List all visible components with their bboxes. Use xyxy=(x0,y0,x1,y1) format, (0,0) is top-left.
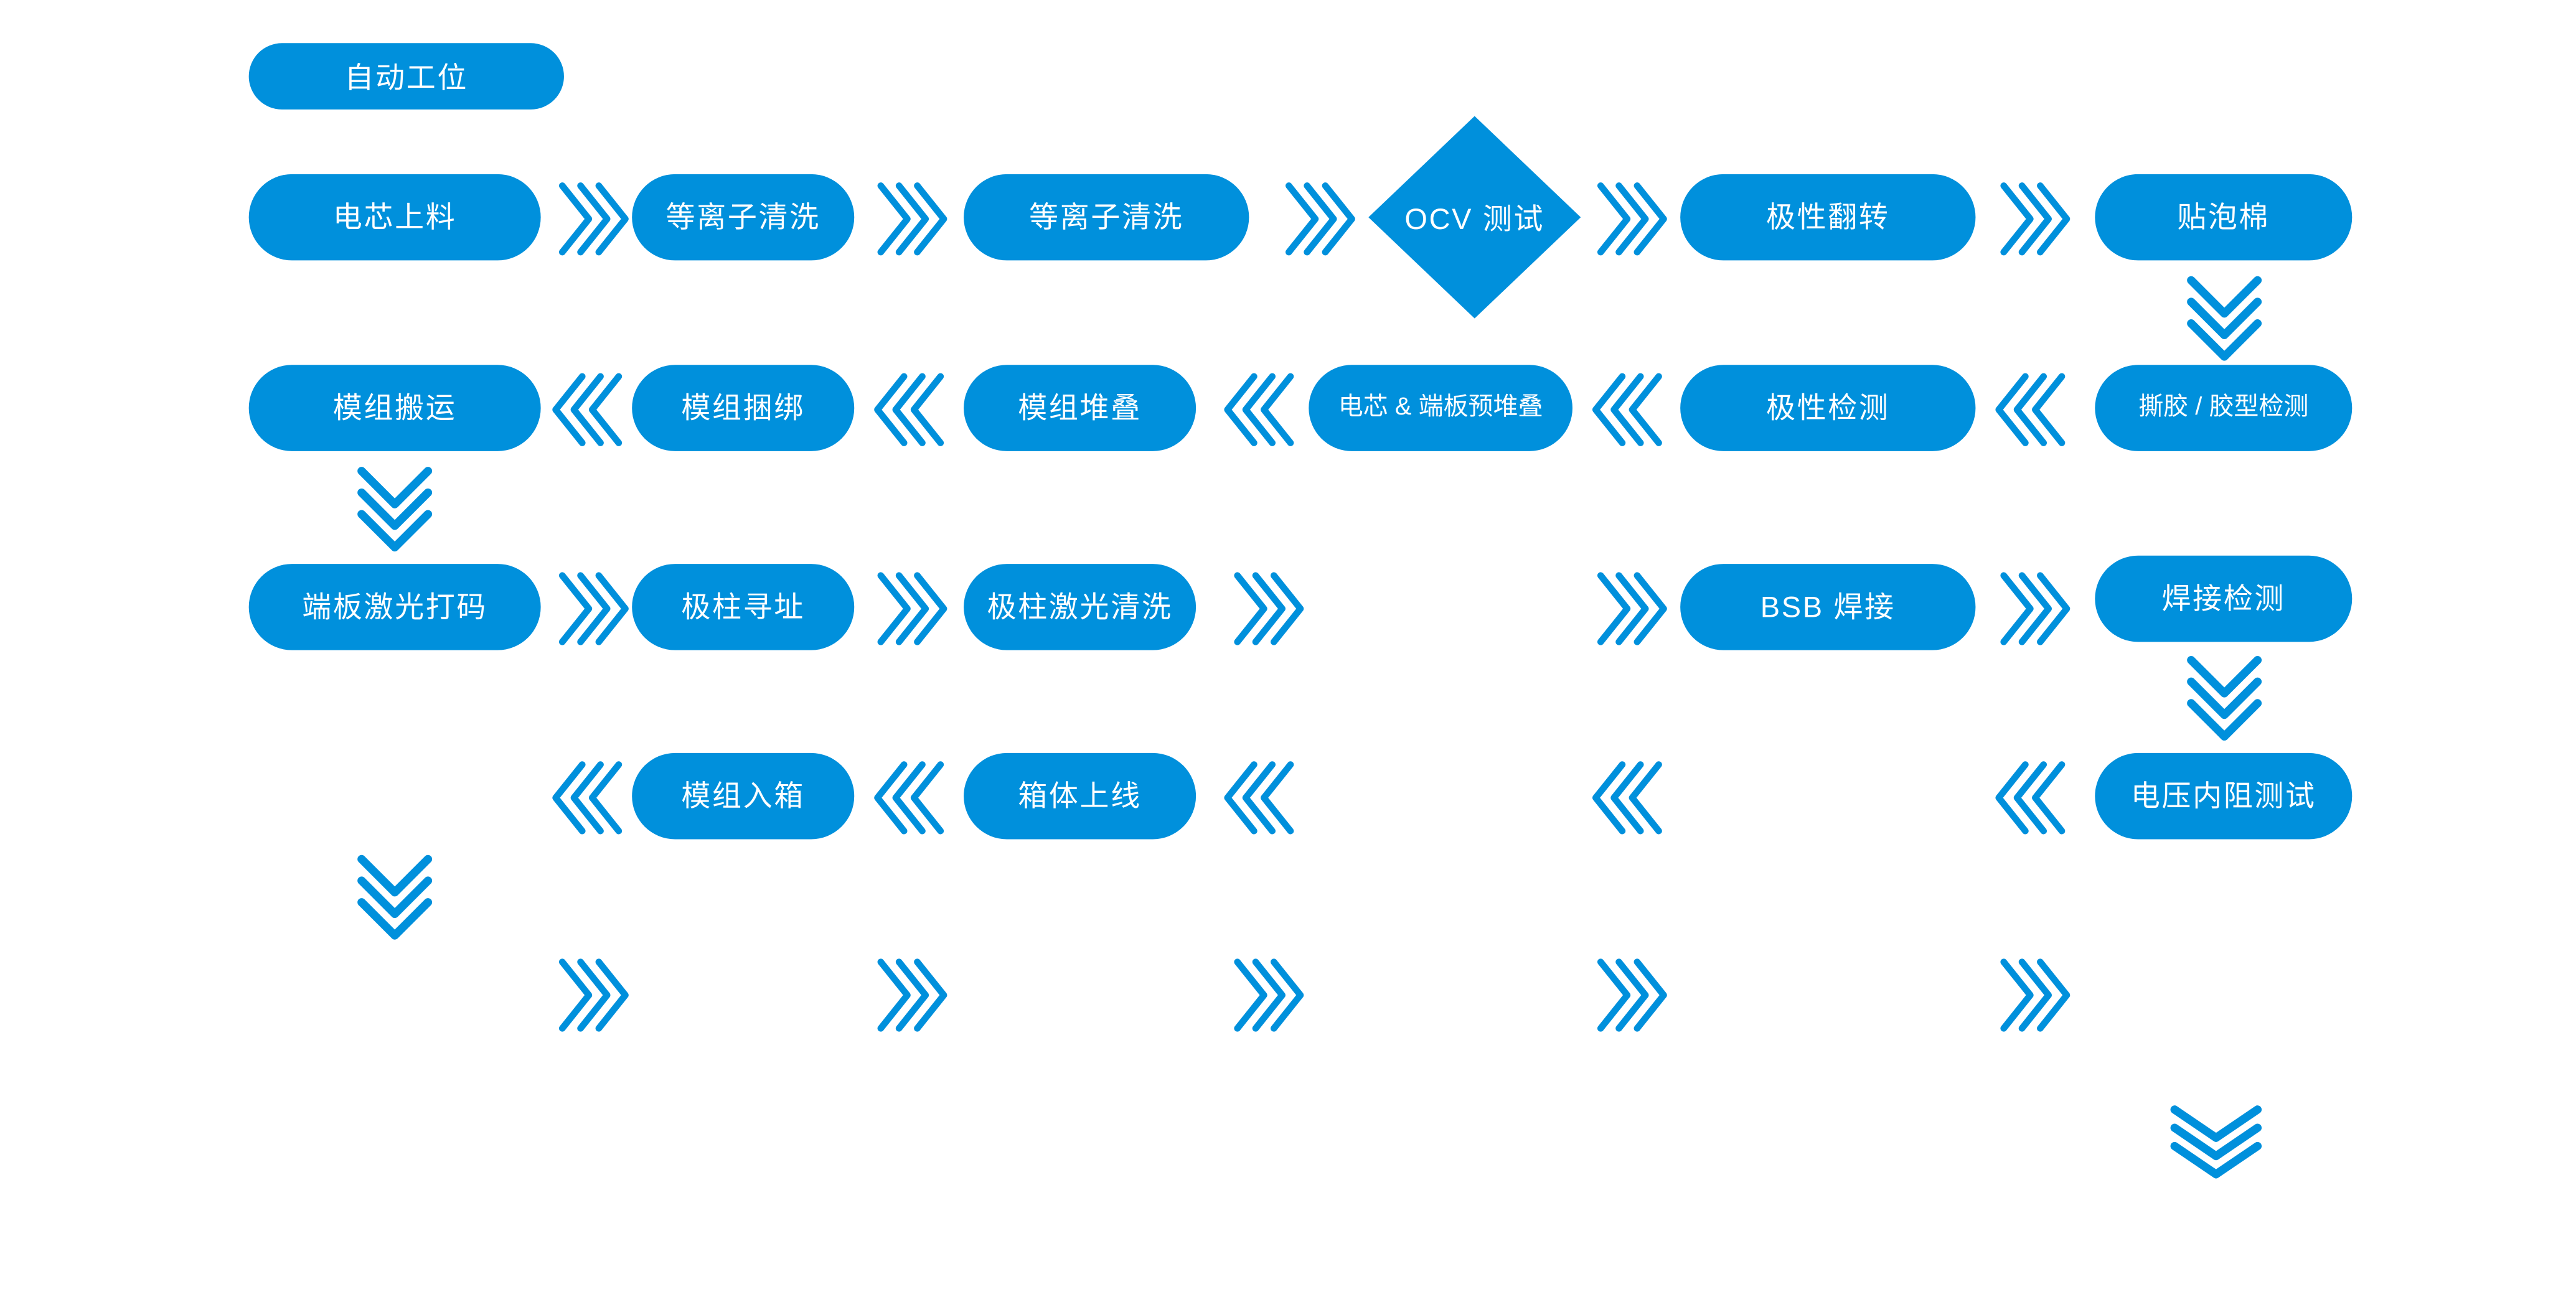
legend-badge-label: 自动工位 xyxy=(344,60,469,94)
chevron-right-r3c2 xyxy=(871,566,947,652)
node-polarity-flip[interactable]: 极性翻转 xyxy=(1680,174,1976,261)
node-box-online[interactable]: 箱体上线 xyxy=(964,752,1196,840)
node-cell-loading[interactable]: 电芯上料 xyxy=(248,174,541,261)
node-label: 模组入箱 xyxy=(681,779,805,813)
chevron-left-r2c3 xyxy=(1224,367,1300,453)
node-polarity-inspection[interactable]: 极性检测 xyxy=(1680,365,1976,451)
chevron-left-r2c4 xyxy=(1592,367,1668,453)
chevron-left-r4c3 xyxy=(1224,755,1300,841)
chevron-left-r2c1 xyxy=(552,367,629,453)
legend-badge-auto-station: 自动工位 xyxy=(248,43,564,110)
chevron-right-r1c1 xyxy=(552,176,629,262)
node-bsb-welding[interactable]: BSB 焊接 xyxy=(1680,564,1976,650)
node-label: BSB 焊接 xyxy=(1760,590,1896,624)
node-label: 模组堆叠 xyxy=(1018,391,1142,424)
node-plasma-clean-1[interactable]: 等离子清洗 xyxy=(632,174,855,261)
chevron-down-col6-r3 xyxy=(2178,650,2271,741)
chevron-right-r5c5 xyxy=(1994,952,2071,1039)
node-label: 极柱激光清洗 xyxy=(987,590,1173,624)
node-label: 端板激光打码 xyxy=(302,590,488,624)
node-plasma-clean-2[interactable]: 等离子清洗 xyxy=(964,174,1249,261)
chevron-down-col1-r4 xyxy=(349,849,441,940)
node-label: 焊接检测 xyxy=(2161,582,2286,616)
chevron-right-r1c4 xyxy=(1591,176,1667,262)
node-label: 极性检测 xyxy=(1766,391,1890,424)
node-label: 等离子清洗 xyxy=(1029,200,1184,234)
chevron-down-col1-r2 xyxy=(349,461,441,552)
chevron-right-r1c5 xyxy=(1994,176,2071,262)
node-label: 极柱寻址 xyxy=(681,590,805,624)
node-label: 电芯上料 xyxy=(332,200,457,234)
chevron-left-r2c2 xyxy=(874,367,951,453)
node-module-transfer[interactable]: 模组搬运 xyxy=(248,365,541,451)
chevron-left-r4c4 xyxy=(1592,755,1668,841)
chevron-right-r3c1 xyxy=(552,566,629,652)
chevron-down-exit xyxy=(2165,1100,2267,1179)
node-label: 电压内阻测试 xyxy=(2130,779,2316,813)
chevron-right-r1c3 xyxy=(1279,176,1355,262)
node-label: 模组捆绑 xyxy=(681,391,805,424)
chevron-right-r1c2 xyxy=(871,176,947,262)
node-post-addressing[interactable]: 极柱寻址 xyxy=(632,564,855,650)
node-cell-endplate-prestack[interactable]: 电芯 & 端板预堆叠 xyxy=(1309,365,1572,451)
chevron-right-r5c1 xyxy=(552,952,629,1039)
chevron-left-r4c1 xyxy=(552,755,629,841)
node-foam-attach[interactable]: 贴泡棉 xyxy=(2095,174,2353,261)
node-module-into-box[interactable]: 模组入箱 xyxy=(632,752,855,840)
node-module-stacking[interactable]: 模组堆叠 xyxy=(964,365,1196,451)
chevron-down-col6-r1 xyxy=(2178,270,2271,361)
node-label: 模组搬运 xyxy=(332,391,457,424)
chevron-left-r4c5 xyxy=(1995,755,2072,841)
node-label: 等离子清洗 xyxy=(665,200,820,234)
chevron-left-r2c5 xyxy=(1995,367,2072,453)
chevron-right-r3c4 xyxy=(1591,566,1667,652)
node-tape-glue-inspection[interactable]: 撕胶 / 胶型检测 xyxy=(2095,365,2353,451)
chevron-left-r4c2 xyxy=(874,755,951,841)
node-endplate-laser-marking[interactable]: 端板激光打码 xyxy=(248,564,541,650)
chevron-right-r5c2 xyxy=(871,952,947,1039)
node-weld-inspection[interactable]: 焊接检测 xyxy=(2095,555,2353,642)
node-label: 撕胶 / 胶型检测 xyxy=(2138,393,2309,422)
node-label: 贴泡棉 xyxy=(2177,200,2270,234)
node-ocv-test[interactable]: OCV 测试 xyxy=(1368,116,1581,319)
node-module-bundling[interactable]: 模组捆绑 xyxy=(632,365,855,451)
chevron-right-r5c3 xyxy=(1228,952,1304,1039)
chevron-right-r3c5 xyxy=(1994,566,2071,652)
node-voltage-resistance-test[interactable]: 电压内阻测试 xyxy=(2095,752,2353,840)
chevron-right-r5c4 xyxy=(1591,952,1667,1039)
node-post-laser-clean[interactable]: 极柱激光清洗 xyxy=(964,564,1196,650)
chevron-right-r3c3 xyxy=(1228,566,1304,652)
node-label: 电芯 & 端板预堆叠 xyxy=(1338,393,1543,422)
node-label: 极性翻转 xyxy=(1766,200,1890,234)
node-label: 箱体上线 xyxy=(1018,779,1142,813)
